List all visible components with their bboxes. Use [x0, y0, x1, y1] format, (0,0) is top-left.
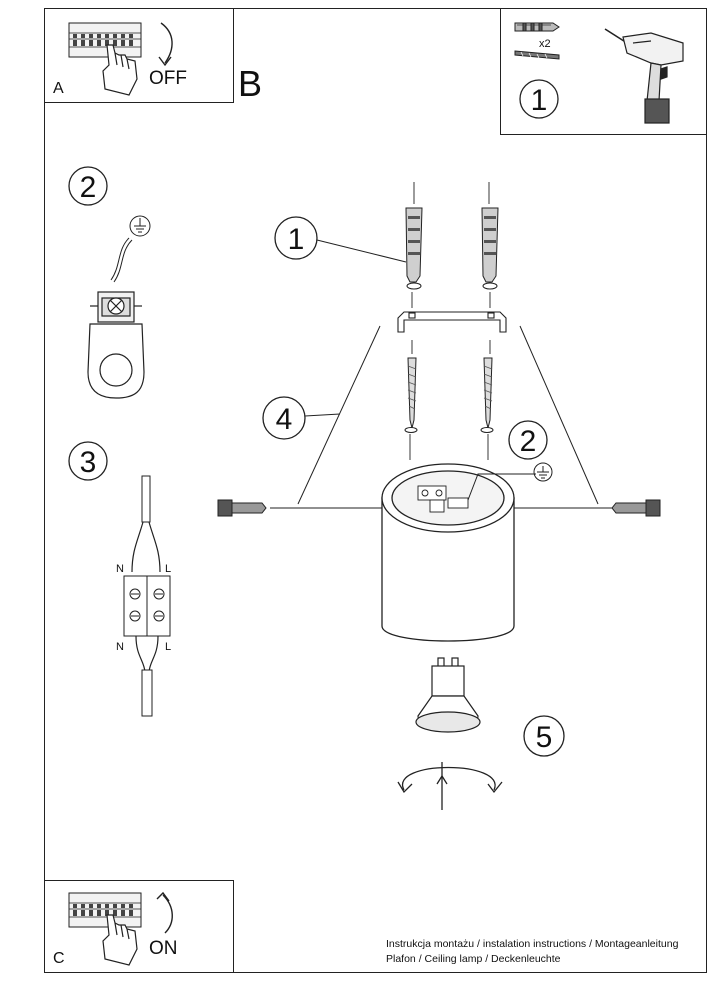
wall-plug-icon: [514, 22, 560, 60]
step-circle: [519, 79, 559, 119]
tools-illustration: x2 1: [514, 22, 684, 124]
switch-box-icon: [68, 892, 142, 928]
footer-line-2: Plafon / Ceiling lamp / Deckenleuchte: [386, 953, 561, 965]
quantity-label: x2: [539, 38, 551, 50]
panel-tools: x2 1: [500, 8, 707, 135]
panel-a-power-off: A OFF: [44, 8, 234, 103]
footer-line-1: Instrukcja montażu / instalation instruc…: [386, 938, 679, 950]
panel-c-letter: C: [53, 950, 65, 967]
tools-step-number: 1: [531, 84, 548, 117]
panel-a-letter: A: [53, 80, 64, 97]
diagram-frame: [44, 8, 707, 973]
switch-on-illustration: [68, 891, 173, 966]
panel-c-power-on: C ON: [44, 880, 234, 973]
rotate-arrow-icon: [158, 22, 173, 67]
instructions-footer: Instrukcja montażu / instalation instruc…: [386, 937, 678, 967]
switch-off-illustration: [68, 22, 173, 96]
hand-icon: [102, 914, 138, 966]
drill-icon: [604, 28, 684, 124]
panel-b-letter: B: [238, 63, 263, 104]
hand-icon: [102, 44, 138, 96]
power-off-label: OFF: [149, 68, 187, 89]
power-on-label: ON: [149, 938, 178, 959]
rotate-arrow-icon: [156, 891, 173, 934]
switch-box-icon: [68, 22, 142, 58]
